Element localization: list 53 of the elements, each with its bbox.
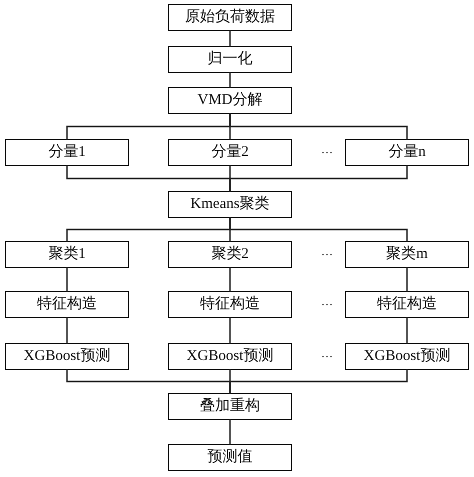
process-box: [5, 139, 129, 166]
connector-line: [229, 420, 231, 444]
process-box: [168, 87, 292, 114]
connector-line: [229, 73, 231, 87]
ellipsis: ···: [321, 298, 333, 312]
box-label: VMD分解: [197, 93, 262, 108]
box-label: 分量1: [48, 145, 86, 160]
ellipsis: ···: [321, 248, 333, 262]
box-label: 分量2: [211, 145, 249, 160]
connector-line: [229, 370, 408, 393]
connector-line: [406, 268, 408, 291]
box-label: 特征构造: [200, 297, 260, 312]
process-box: [345, 343, 469, 370]
process-box: [168, 343, 292, 370]
box-label: 原始负荷数据: [185, 10, 275, 25]
connector-line: [229, 114, 408, 139]
connector-line: [229, 31, 231, 46]
process-box: [5, 343, 129, 370]
process-box: [168, 241, 292, 268]
box-label: 聚类m: [386, 247, 428, 262]
ellipsis: ···: [321, 146, 333, 160]
process-box: [168, 46, 292, 73]
box-label: 分量n: [388, 145, 426, 160]
ellipsis: ···: [321, 350, 333, 364]
process-box: [168, 139, 292, 166]
box-label: 特征构造: [377, 297, 437, 312]
process-box: [168, 393, 292, 420]
process-box: [345, 241, 469, 268]
process-box: [345, 139, 469, 166]
box-label: 预测值: [208, 450, 252, 465]
connector-line: [66, 268, 68, 291]
box-label: Kmeans聚类: [190, 197, 270, 212]
box-label: XGBoost预测: [186, 349, 274, 364]
connector-line: [66, 318, 68, 343]
box-label: 特征构造: [37, 297, 97, 312]
box-label: 归一化: [208, 52, 252, 67]
process-box: [168, 444, 292, 471]
process-box: [345, 291, 469, 318]
process-box: [5, 241, 129, 268]
connector-line: [406, 318, 408, 343]
connector-line: [229, 218, 408, 241]
process-box: [168, 291, 292, 318]
process-box: [168, 4, 292, 31]
box-label: XGBoost预测: [364, 349, 450, 364]
box-label: 聚类2: [211, 247, 249, 262]
box-label: 叠加重构: [200, 399, 260, 414]
box-label: 聚类1: [48, 247, 86, 262]
box-label: XGBoost预测: [24, 349, 110, 364]
process-box: [5, 291, 129, 318]
process-box: [168, 191, 292, 218]
connector-line: [229, 318, 231, 343]
connector-line: [229, 166, 408, 191]
connector-line: [229, 268, 231, 291]
